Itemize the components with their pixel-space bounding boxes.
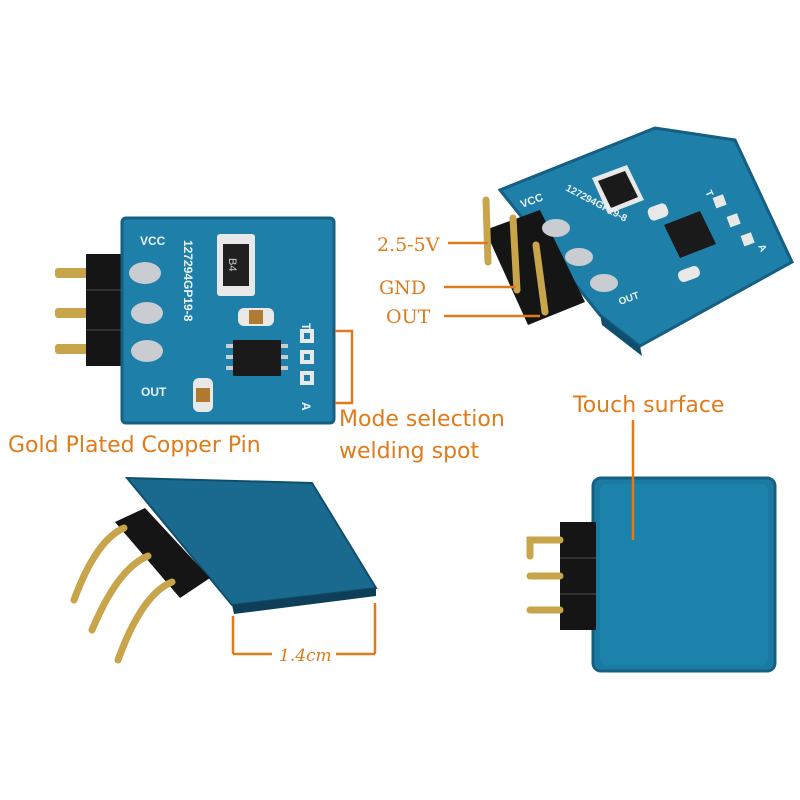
silk-a: A <box>299 402 313 411</box>
solder-pad <box>129 262 161 284</box>
welding-spot-label: welding spot <box>339 439 480 464</box>
solder-pad <box>131 302 163 324</box>
pin-callout-lines <box>444 241 540 318</box>
thickness-dimension <box>231 603 377 656</box>
bent-pins-side <box>70 524 176 664</box>
mode-bracket <box>335 329 354 405</box>
silk-vcc: VCC <box>140 234 166 248</box>
pin-header-back <box>560 522 596 630</box>
mode-selection-label: Mode selection <box>339 407 505 432</box>
module-side-view <box>70 476 378 664</box>
mode-selection-pads-front <box>300 329 314 385</box>
solder-pad <box>131 340 163 362</box>
bent-pins-angled <box>482 196 549 316</box>
silk-out: OUT <box>141 385 167 399</box>
gold-pin-label: Gold Plated Copper Pin <box>8 433 261 458</box>
silk-a-angled: A <box>755 243 768 254</box>
silk-t-angled: T <box>702 189 715 199</box>
module-angled-view: VCC OUT 127294GP19-8 T A <box>444 126 794 356</box>
pin-header-side <box>115 508 210 598</box>
thickness-label: 1.4cm <box>279 646 332 666</box>
module-back-view <box>526 420 777 673</box>
gnd-label: GND <box>379 277 427 299</box>
ic-chip-angled <box>664 211 716 258</box>
silk-part-code: 127294GP19-8 <box>181 240 195 322</box>
header-pins-left <box>55 268 95 354</box>
mode-selection-pads-angled <box>712 194 755 247</box>
silk-t: T <box>299 323 313 331</box>
pin-header-angled <box>485 210 585 325</box>
solder-pad <box>590 274 618 292</box>
bent-pins-back <box>526 536 564 614</box>
pin-header-block <box>86 254 126 366</box>
ic-chip-front <box>233 340 281 376</box>
voltage-label: 2.5-5V <box>377 234 440 256</box>
module-front-view: VCC OUT 127294GP19-8 B4 T A <box>55 216 354 425</box>
touch-surface-label: Touch surface <box>573 393 725 418</box>
out-label: OUT <box>386 306 431 328</box>
solder-pad <box>565 248 593 266</box>
solder-pad <box>542 219 570 237</box>
silk-chip-marking: B4 <box>226 258 238 271</box>
